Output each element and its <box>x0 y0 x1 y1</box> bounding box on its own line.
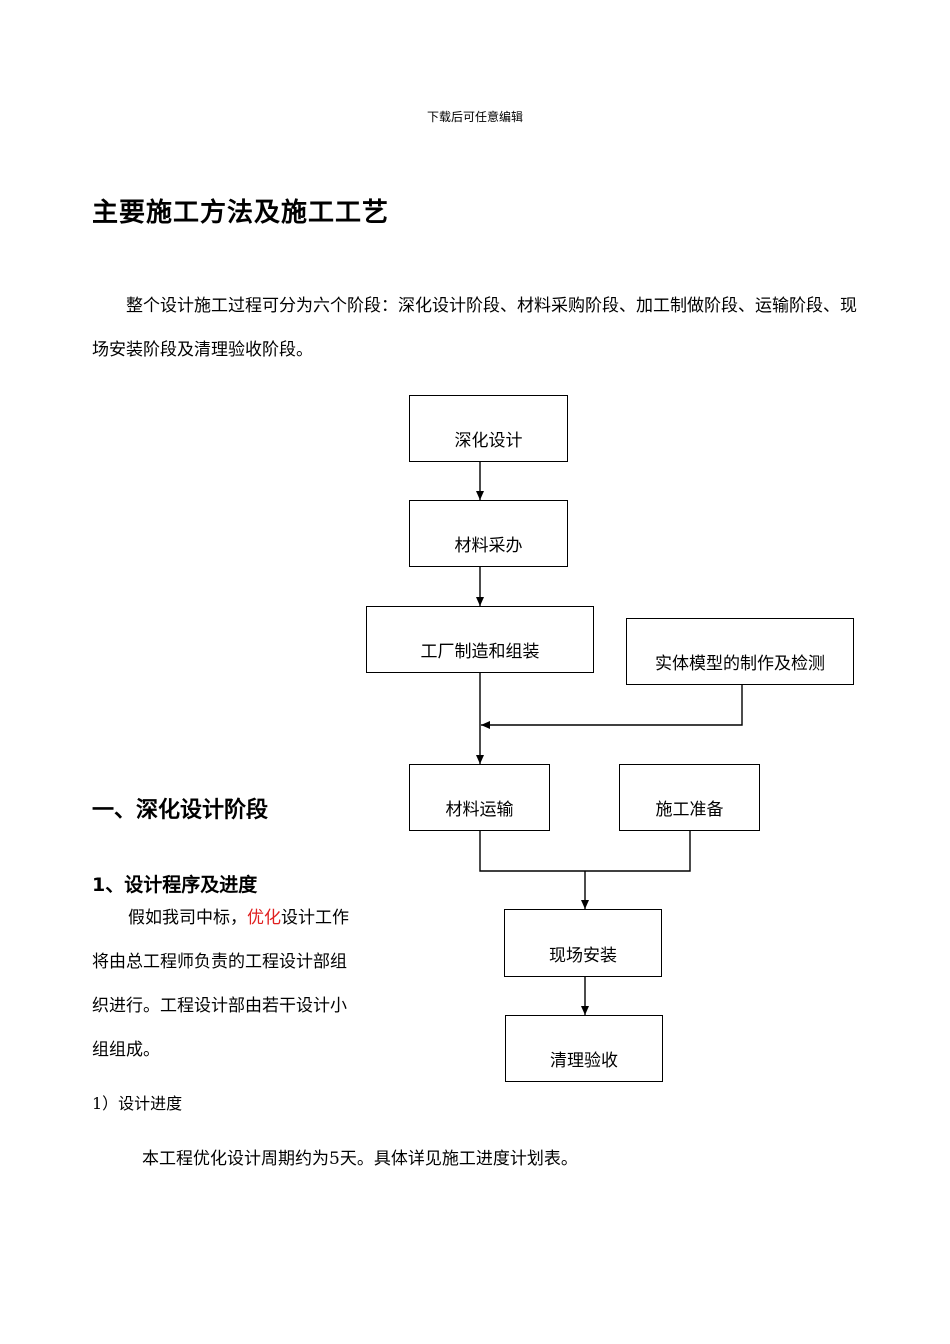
flow-step-site-installation: 现场安装 <box>504 909 662 977</box>
arrow-model-to-main <box>481 685 743 729</box>
section-heading: 一、深化设计阶段 <box>92 798 269 823</box>
flow-step-cleanup-acceptance: 清理验收 <box>505 1015 663 1082</box>
page-header-note: 下载后可任意编辑 <box>426 110 523 124</box>
list-item-text: 本工程优化设计周期约为5天。具体详见施工进度计划表。 <box>142 1149 578 1169</box>
subsection-heading: 1、设计程序及进度 <box>92 874 258 896</box>
flow-step-deepen-design: 深化设计 <box>409 395 568 462</box>
section-body-paragraph: 假如我司中标，优化设计工作将由总工程师负责的工程设计部组织进行。工程设计部由若干… <box>92 896 357 1072</box>
flow-step-model-testing: 实体模型的制作及检测 <box>626 618 854 685</box>
body-text-end: 设计工作将由总工程师负责的工程设计部组织进行。工程设计部由若干设计小组组成。 <box>92 908 349 1060</box>
flow-step-material-transport: 材料运输 <box>409 764 550 831</box>
intro-paragraph: 整个设计施工过程可分为六个阶段：深化设计阶段、材料采购阶段、加工制做阶段、运输阶… <box>92 296 857 360</box>
flow-step-construction-prep: 施工准备 <box>619 764 760 831</box>
flow-step-material-procurement: 材料采办 <box>409 500 568 567</box>
body-text-start: 假如我司中标， <box>128 908 247 928</box>
document-title: 主要施工方法及施工工艺 <box>92 198 390 228</box>
list-item-label: 1）设计进度 <box>92 1094 183 1113</box>
line-merge-transport-prep <box>479 831 691 872</box>
highlighted-word: 优化 <box>247 908 281 928</box>
flow-step-factory-assembly: 工厂制造和组装 <box>366 606 594 673</box>
